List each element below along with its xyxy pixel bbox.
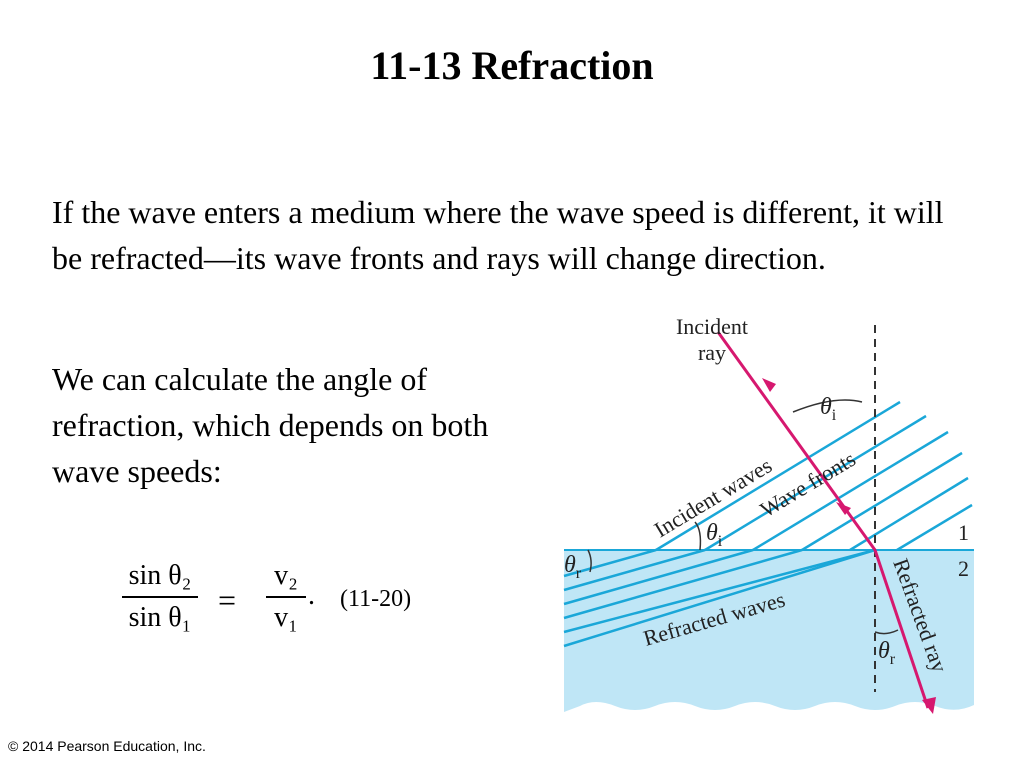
- refracted-wave-front: [563, 548, 803, 620]
- fraction-bar: [122, 596, 198, 598]
- equals-sign: =: [218, 582, 237, 618]
- refracted-wave-front: [563, 548, 706, 592]
- snell-equation: sin θ₂ sin θ₁ = v₂ v₁ . (11-20): [118, 560, 448, 650]
- incident-wave-front: [704, 414, 927, 552]
- incident-wave-front: [849, 476, 969, 552]
- incident-wave-front: [801, 451, 963, 552]
- equation-lhs-fraction: sin θ₂ sin θ₁: [122, 560, 198, 634]
- equation-rhs-numerator: v₂: [274, 560, 298, 591]
- incident-ray: [716, 331, 877, 551]
- incident-wave-fronts: [655, 400, 973, 552]
- refracted-wave-fronts: [563, 548, 876, 648]
- theta-r-wave-label: θr: [564, 552, 582, 582]
- angle-arc-refracted-wave: [587, 549, 592, 573]
- equation-lhs-denominator: sin θ₁: [128, 602, 192, 633]
- equation-period: .: [308, 580, 315, 611]
- equation-lhs-numerator: sin θ₂: [128, 560, 192, 591]
- angle-arc-incident-wave: [694, 521, 702, 551]
- medium-1-label: 1: [958, 520, 969, 545]
- incident-wave-front: [752, 430, 949, 552]
- incident-wave-front: [655, 400, 901, 552]
- theta-i-top-label: θi: [820, 394, 837, 424]
- equation-number: (11-20): [340, 586, 412, 612]
- fraction-bar: [266, 596, 306, 598]
- arrow-icon: [836, 502, 851, 515]
- incident-ray-label-line2: ray: [698, 340, 726, 365]
- paragraph-angle-calculation: We can calculate the angle of refraction…: [52, 361, 489, 489]
- equation-rhs-fraction: v₂ v₁: [266, 560, 306, 634]
- arrow-icon: [762, 378, 776, 392]
- medium-2-label: 2: [958, 556, 969, 581]
- refracted-wave-front: [563, 548, 657, 578]
- paragraph-refraction-intro: If the wave enters a medium where the wa…: [52, 194, 944, 276]
- theta-i-wave-label: θi: [706, 520, 723, 550]
- incident-ray-label-line1: Incident: [676, 314, 748, 339]
- equation-rhs-denominator: v₁: [274, 602, 298, 633]
- slide-title: 11-13 Refraction: [370, 43, 654, 88]
- arrow-icon: [922, 697, 936, 714]
- refracted-wave-front: [563, 548, 754, 606]
- refracted-wave-front: [563, 548, 876, 648]
- incident-wave-front: [896, 503, 973, 552]
- angle-arc-incident-top: [792, 399, 863, 413]
- medium-2-region: [564, 550, 974, 712]
- angle-arc-refracted: [874, 629, 899, 635]
- copyright-footer: © 2014 Pearson Education, Inc.: [8, 738, 206, 754]
- refracted-ray: [873, 549, 930, 709]
- refracted-wave-front: [563, 548, 876, 634]
- theta-r-bottom-label: θr: [878, 638, 896, 668]
